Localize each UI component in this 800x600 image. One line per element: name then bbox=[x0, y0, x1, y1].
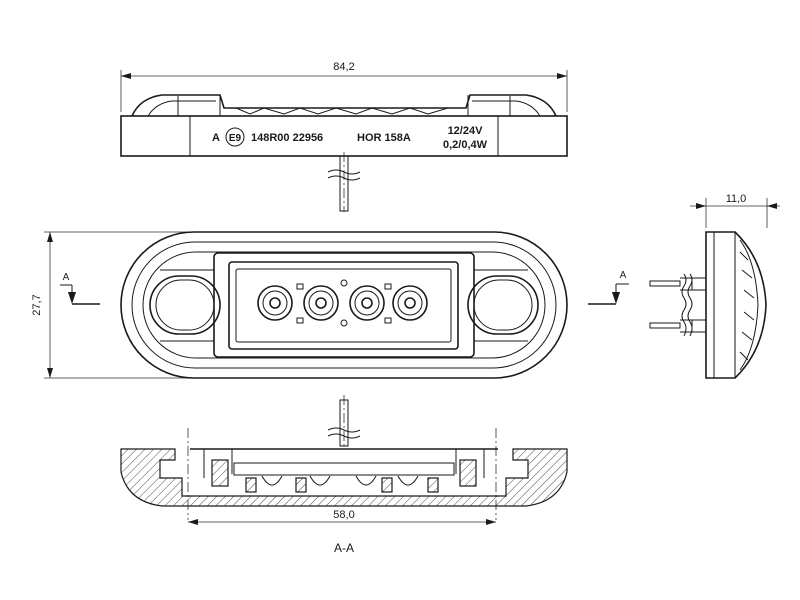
mounting-hole-right bbox=[467, 269, 539, 342]
dim-overall-length: 84,2 bbox=[333, 61, 354, 73]
front-view: 27,7 A A bbox=[31, 231, 629, 379]
mounting-hole-left bbox=[149, 269, 221, 342]
side-view: 11,0 bbox=[649, 193, 780, 379]
led-1 bbox=[257, 285, 293, 321]
section-view: 58,0 A-A bbox=[120, 395, 568, 555]
dim-height: 27,7 bbox=[31, 294, 43, 315]
label-power: 0,2/0,4W bbox=[443, 139, 488, 151]
label-approval-mark: E9 bbox=[229, 133, 242, 144]
section-marker-left: A bbox=[63, 272, 70, 283]
dim-hole-spacing: 58,0 bbox=[333, 509, 354, 521]
led-4 bbox=[392, 285, 428, 321]
led-3 bbox=[349, 285, 385, 321]
led-2 bbox=[303, 285, 339, 321]
section-marker-right: A bbox=[620, 270, 627, 281]
label-model: HOR 158A bbox=[357, 132, 411, 144]
top-view: 84,2 A E9 148R00 22956 HOR 158A 12/24V 0… bbox=[120, 61, 568, 212]
section-title: A-A bbox=[334, 541, 354, 555]
label-voltage: 12/24V bbox=[448, 125, 484, 137]
label-approval-prefix: A bbox=[212, 132, 220, 144]
label-approval-number: 148R00 22956 bbox=[251, 132, 323, 144]
e-mark-circle-icon bbox=[225, 127, 245, 147]
dim-depth: 11,0 bbox=[726, 193, 747, 205]
